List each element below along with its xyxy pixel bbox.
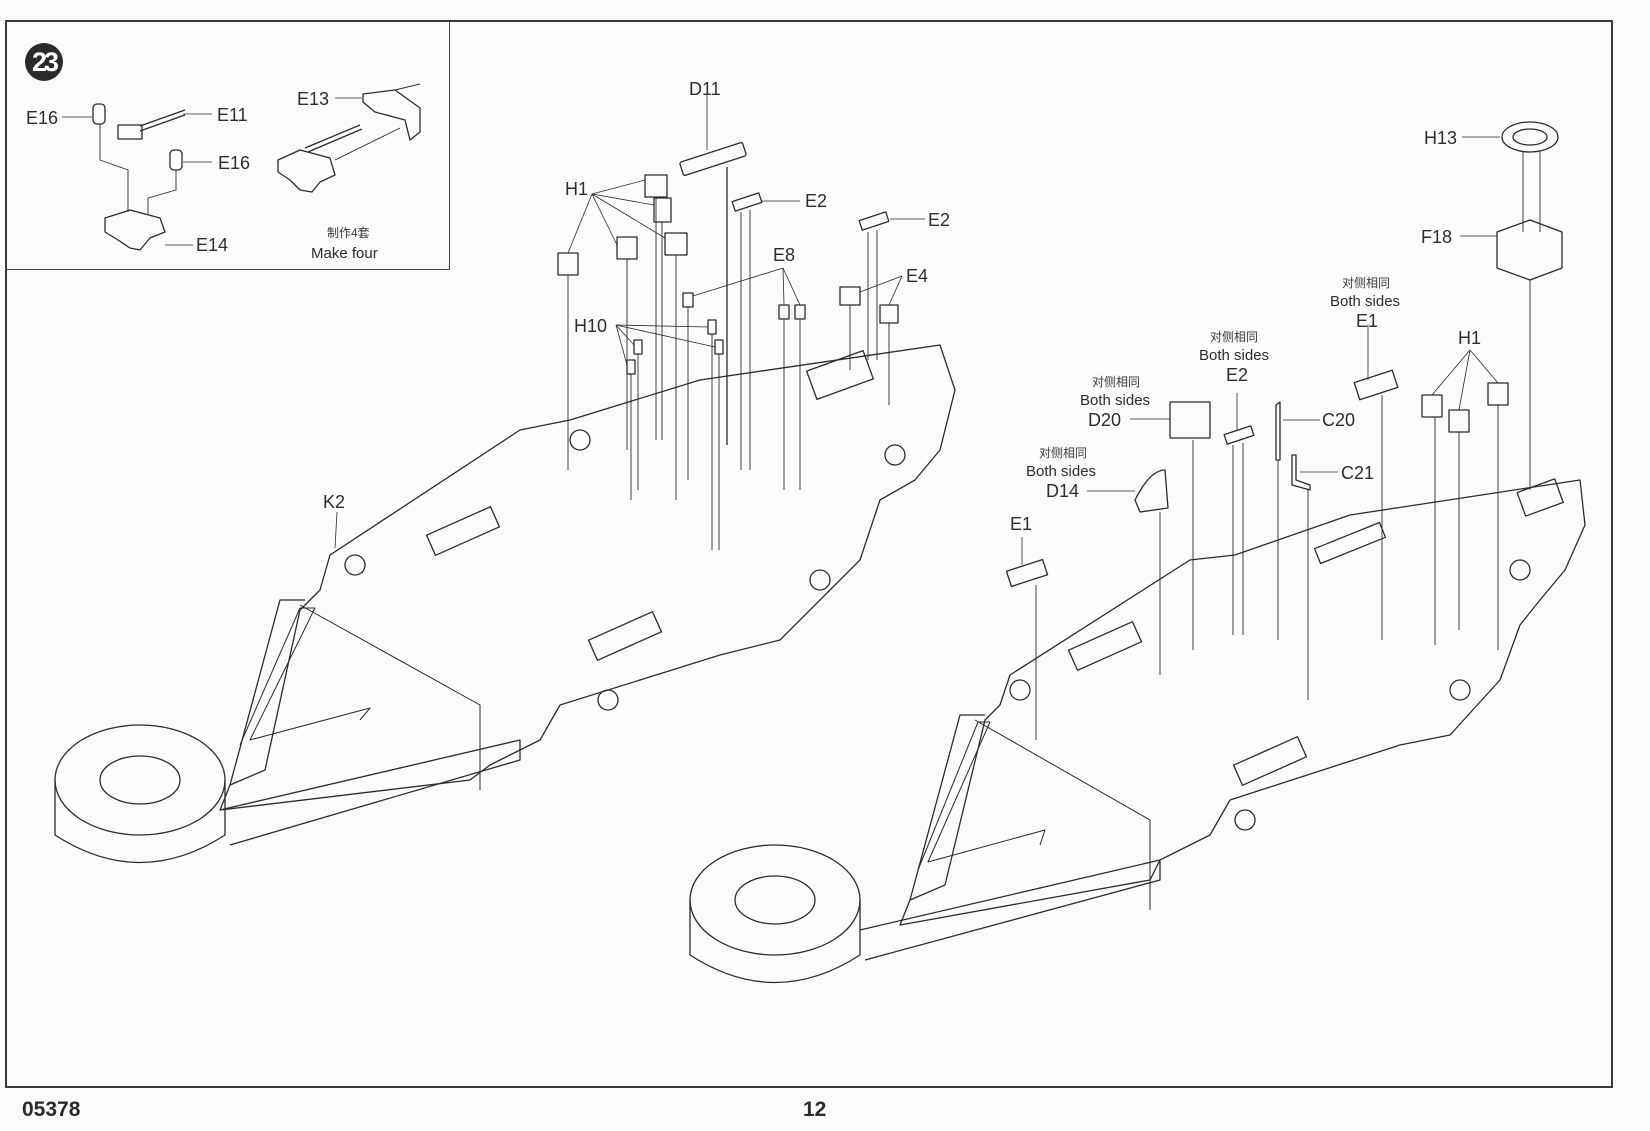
part-h1-right-b bbox=[1449, 410, 1469, 432]
label-e8: E8 bbox=[773, 245, 796, 265]
part-e14 bbox=[105, 210, 165, 250]
part-e16-left bbox=[93, 104, 105, 124]
note-e1-both-sides-cn: 对侧相同 bbox=[1342, 276, 1391, 290]
label-e13: E13 bbox=[297, 89, 330, 109]
label-f18: F18 bbox=[1421, 227, 1453, 247]
label-h1-left: H1 bbox=[565, 179, 589, 199]
note-d14-both-sides: Both sides bbox=[1026, 463, 1097, 480]
part-e13 bbox=[363, 90, 420, 140]
part-e8-b bbox=[779, 305, 789, 319]
part-h1-right-a bbox=[1422, 395, 1442, 417]
part-e2-right bbox=[1224, 426, 1254, 444]
part-e2-left-a bbox=[732, 193, 762, 211]
label-e1-low: E1 bbox=[1010, 514, 1033, 534]
part-c21 bbox=[1292, 455, 1310, 490]
note-e2-both-sides: Both sides bbox=[1199, 347, 1270, 364]
right-hull-parts bbox=[1006, 122, 1562, 740]
label-k2: K2 bbox=[323, 492, 346, 512]
part-h13 bbox=[1502, 122, 1558, 152]
note-d14-both-sides-cn: 对侧相同 bbox=[1039, 446, 1088, 460]
right-hull-turret-ring bbox=[690, 845, 860, 955]
part-h10-b bbox=[627, 360, 635, 374]
part-h10-d bbox=[715, 340, 723, 354]
note-make-four: Make four bbox=[311, 245, 378, 262]
part-d20 bbox=[1170, 402, 1210, 438]
part-f18 bbox=[1497, 220, 1562, 280]
label-e14: E14 bbox=[196, 235, 229, 255]
part-c20 bbox=[1276, 402, 1280, 460]
right-hull-deck bbox=[690, 479, 1585, 983]
left-hull-parts bbox=[335, 95, 925, 550]
label-e11: E11 bbox=[217, 105, 248, 125]
left-hull-deck bbox=[55, 345, 955, 863]
part-d11 bbox=[679, 142, 746, 176]
label-e4: E4 bbox=[906, 266, 929, 286]
label-d20: D20 bbox=[1088, 410, 1122, 430]
label-e2-right: E2 bbox=[1226, 365, 1249, 385]
label-d11: D11 bbox=[689, 79, 721, 99]
part-h1-b bbox=[617, 237, 637, 259]
label-e1-top: E1 bbox=[1356, 311, 1379, 331]
label-h1-right: H1 bbox=[1458, 328, 1482, 348]
part-e2-left-b bbox=[859, 212, 889, 230]
note-d20-both-sides: Both sides bbox=[1080, 392, 1151, 409]
inset-assembled-mount bbox=[278, 150, 335, 192]
label-e2-left-b: E2 bbox=[928, 210, 951, 230]
label-d14: D14 bbox=[1046, 481, 1080, 501]
note-e1-both-sides: Both sides bbox=[1330, 293, 1401, 310]
part-d14 bbox=[1135, 470, 1168, 512]
part-e16-right bbox=[170, 150, 182, 170]
note-make-four-cn: 制作4套 bbox=[327, 226, 370, 240]
part-h10-a bbox=[634, 340, 642, 354]
part-h1-d bbox=[654, 198, 671, 222]
note-d20-both-sides-cn: 对侧相同 bbox=[1092, 375, 1141, 389]
label-h13: H13 bbox=[1424, 128, 1458, 148]
part-h1-a bbox=[558, 253, 578, 275]
part-e8-a bbox=[683, 293, 693, 307]
label-e16-right: E16 bbox=[218, 153, 251, 173]
part-e11 bbox=[118, 125, 142, 139]
step-inset-box bbox=[5, 20, 450, 270]
part-h10-c bbox=[708, 320, 716, 334]
part-e1-top bbox=[1354, 370, 1398, 399]
inset-gun-assembly bbox=[62, 84, 420, 250]
part-e1-low bbox=[1006, 560, 1047, 587]
part-e4-b bbox=[880, 305, 898, 323]
part-e8-c bbox=[795, 305, 805, 319]
note-e2-both-sides-cn: 对侧相同 bbox=[1210, 330, 1259, 344]
label-e2-left-a: E2 bbox=[805, 191, 828, 211]
part-h1-e bbox=[665, 233, 687, 255]
label-h10: H10 bbox=[574, 316, 608, 336]
left-hull-turret-ring bbox=[55, 725, 225, 835]
page-number: 12 bbox=[803, 1098, 827, 1121]
part-h1-right-c bbox=[1488, 383, 1508, 405]
page-frame bbox=[5, 20, 1613, 1088]
label-e16-left: E16 bbox=[26, 108, 59, 128]
part-h1-c bbox=[645, 175, 667, 197]
part-e4-a bbox=[840, 287, 860, 305]
label-c20: C20 bbox=[1322, 410, 1356, 430]
product-code: 05378 bbox=[22, 1098, 81, 1121]
label-c21: C21 bbox=[1341, 463, 1375, 483]
step-number-badge: 23 bbox=[25, 43, 63, 81]
